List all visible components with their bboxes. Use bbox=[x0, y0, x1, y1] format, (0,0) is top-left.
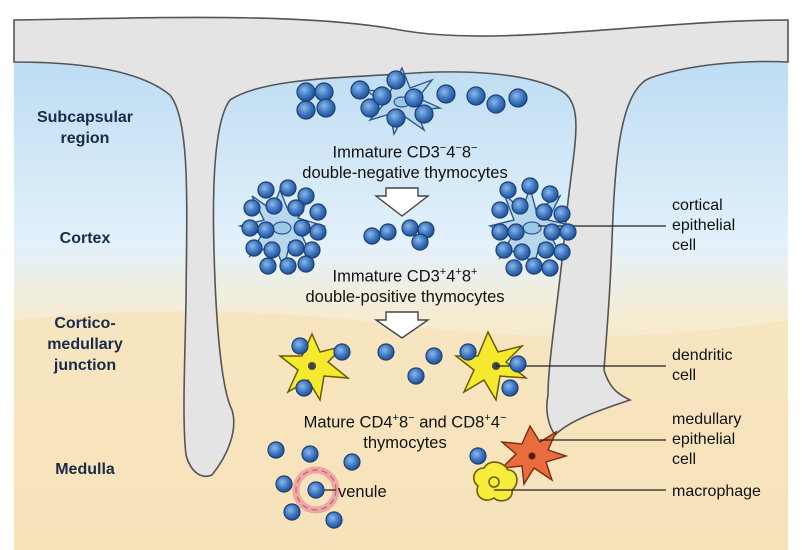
venule-label: venule bbox=[338, 483, 387, 501]
dendritic-cell-label: dendritic cell bbox=[672, 347, 733, 384]
double-negative-line1: Immature CD3−4−8− bbox=[332, 142, 478, 162]
mature-line1: Mature CD4+8− and CD8+4− bbox=[303, 412, 507, 432]
down-arrow-2 bbox=[373, 311, 431, 339]
mature-line2: thymocytes bbox=[363, 433, 447, 452]
capsule-and-trabeculae bbox=[13, 16, 789, 477]
double-positive-line2: double-positive thymocytes bbox=[305, 287, 505, 306]
double-negative-line2: double-negative thymocytes bbox=[302, 163, 508, 182]
double-positive-line1: Immature CD3+4+8+ bbox=[332, 266, 478, 286]
double-negative-label: Immature CD3−4−8− double-negative thymoc… bbox=[300, 138, 510, 183]
medullary-epithelial-cell-label: medullary epithelial cell bbox=[672, 411, 742, 468]
zone-label-subcapsular: Subcapsular region bbox=[36, 109, 134, 147]
down-arrow-1 bbox=[373, 187, 431, 217]
macrophage bbox=[472, 461, 518, 502]
thymocytes bbox=[241, 70, 577, 529]
zone-label-cortex: Cortex bbox=[59, 230, 111, 247]
zone-label-corticomedullary: Cortico- medullary junction bbox=[47, 315, 123, 374]
zone-label-medulla: Medulla bbox=[55, 461, 115, 478]
mature-thymocytes-label: Mature CD4+8− and CD8+4− thymocytes bbox=[270, 408, 540, 453]
macrophage-label: macrophage bbox=[672, 483, 761, 500]
dendritic-cell-right bbox=[453, 330, 529, 403]
double-positive-label: Immature CD3+4+8+ double-positive thymoc… bbox=[290, 262, 520, 307]
cortical-epithelial-cell-label: cortical epithelial cell bbox=[672, 197, 736, 254]
